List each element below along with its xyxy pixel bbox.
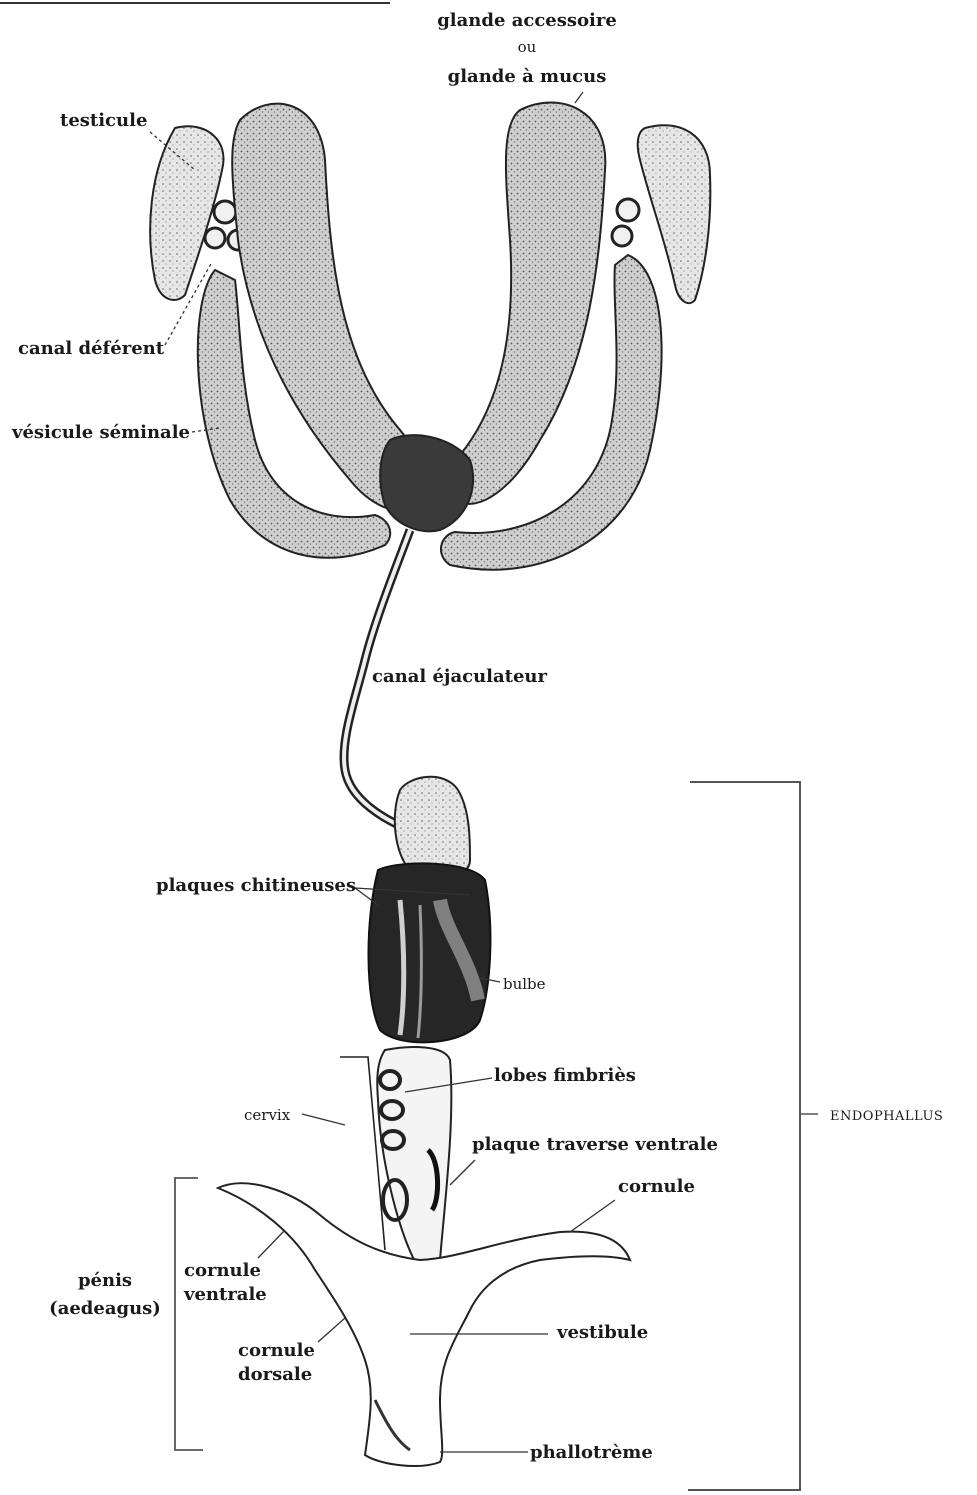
label-vestibule: vestibule [557, 1322, 648, 1344]
label-cervix: cervix [244, 1104, 290, 1126]
label-canal-ejaculateur: canal éjaculateur [372, 666, 547, 688]
label-lobes-fimbries: lobes fimbriès [494, 1065, 636, 1087]
label-cornule-dorsale-line1: cornule [238, 1340, 315, 1362]
cervix-segment [377, 1047, 451, 1270]
label-cornule-dorsale-line2: dorsale [238, 1364, 312, 1386]
gland-junction [380, 435, 473, 531]
label-cornule: cornule [618, 1176, 695, 1198]
label-glande-line3: glande à mucus [432, 66, 622, 88]
label-cornule-ventrale-line2: ventrale [184, 1284, 267, 1306]
accessory-gland-right [446, 103, 605, 504]
label-penis-line1: pénis [40, 1270, 170, 1292]
label-glande-line2: ou [432, 36, 622, 58]
label-canal-deferent: canal déférent [18, 338, 164, 360]
label-cornule-ventrale-line1: cornule [184, 1260, 261, 1282]
label-testicule: testicule [60, 110, 147, 132]
label-plaques-chitineuses: plaques chitineuses [156, 875, 356, 897]
coiled-duct-right [612, 199, 639, 246]
label-endophallus: ENDOPHALLUS [830, 1106, 943, 1128]
label-plaque-traverse-ventrale: plaque traverse ventrale [472, 1134, 718, 1156]
label-glande-line1: glande accessoire [432, 10, 622, 32]
label-phallotreme: phallotrème [530, 1442, 653, 1464]
label-vesicule-seminale: vésicule séminale [12, 422, 190, 444]
penis-bracket [175, 1178, 203, 1450]
label-penis-line2: (aedeagus) [40, 1298, 170, 1320]
label-bulbe: bulbe [503, 973, 546, 995]
